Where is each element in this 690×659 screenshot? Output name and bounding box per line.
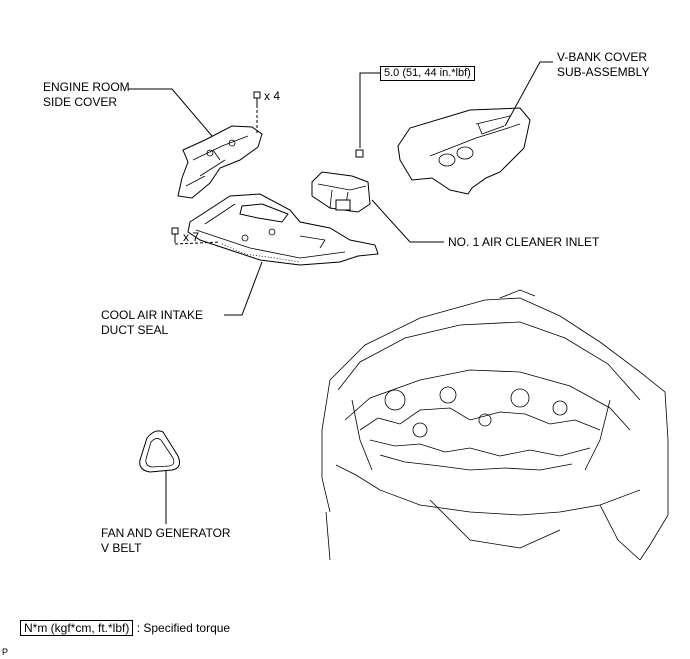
- label-line: SUB-ASSEMBLY: [557, 65, 650, 79]
- air-cleaner-inlet-label: NO. 1 AIR CLEANER INLET: [448, 235, 600, 249]
- label-line: SIDE COVER: [43, 95, 118, 109]
- fan-generator-v-belt-part: [139, 430, 180, 473]
- cool-air-intake-label: COOL AIR INTAKE DUCT SEAL: [101, 308, 203, 338]
- bolt-x7-icon: [171, 227, 221, 245]
- engine-room-side-cover-label: ENGINE ROOM SIDE COVER: [43, 80, 130, 110]
- bolt-x7-quantity: x 7: [183, 230, 200, 244]
- leader-v-bank: [504, 61, 553, 127]
- bolt-x4-icon: [253, 91, 261, 133]
- v-bank-cover-label: V-BANK COVER SUB-ASSEMBLY: [557, 50, 649, 80]
- leader-cool-air: [224, 261, 263, 316]
- label-line: V-BANK COVER: [557, 50, 648, 64]
- engine-bay-illustration: [321, 289, 669, 561]
- label-line: ENGINE ROOM: [43, 80, 130, 94]
- legend-text: : Specified torque: [136, 621, 231, 635]
- v-bank-cover-part: [397, 107, 531, 195]
- label-line: COOL AIR INTAKE: [101, 308, 204, 322]
- corner-mark: P: [2, 647, 9, 657]
- no1-air-cleaner-inlet-part: [311, 171, 371, 213]
- legend-unit-box: N*m (kgf*cm, ft.*lbf): [20, 620, 134, 636]
- engine-room-side-cover-part: [177, 125, 263, 199]
- label-line: FAN AND GENERATOR: [101, 526, 231, 540]
- fan-belt-label: FAN AND GENERATOR V BELT: [101, 526, 231, 556]
- leader-air-cleaner: [371, 199, 444, 243]
- bolt-x4-quantity: x 4: [264, 89, 281, 103]
- cool-air-intake-duct-seal-part: [187, 193, 379, 266]
- label-line: DUCT SEAL: [101, 323, 169, 337]
- label-line: V BELT: [101, 541, 142, 555]
- torque-bolt-icon: [355, 72, 380, 158]
- torque-spec-box: 5.0 (51, 44 in.*lbf): [380, 66, 475, 81]
- legend: N*m (kgf*cm, ft.*lbf) : Specified torque: [20, 620, 231, 636]
- leader-side-cover: [128, 88, 213, 137]
